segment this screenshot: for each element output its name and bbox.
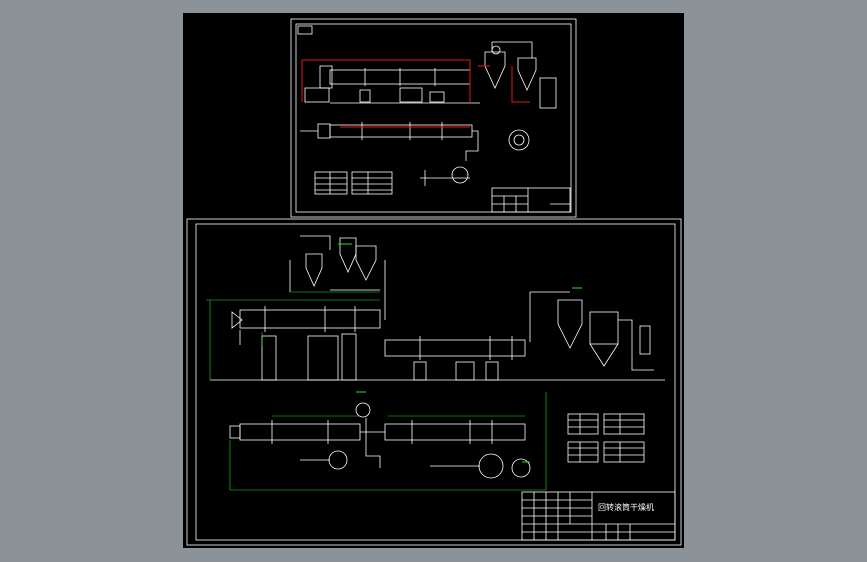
upper-title-block <box>491 187 571 213</box>
lower-sheet <box>186 218 682 546</box>
upper-red-ducts <box>301 59 530 128</box>
model-space-sheet <box>183 13 684 548</box>
upper-drum-plan <box>300 122 530 186</box>
lower-cyclones-right <box>529 291 665 381</box>
upper-sheet-inner-frame <box>295 23 572 213</box>
upper-sheet-border <box>290 18 577 218</box>
lower-title-block <box>521 491 676 541</box>
upper-cyclones <box>484 41 557 109</box>
lower-dimension-lines <box>206 291 547 491</box>
lower-parts-tables <box>567 413 645 463</box>
lower-cyclones-top <box>289 235 386 320</box>
lower-drum-plan <box>229 402 531 479</box>
lower-sheet-inner-frame <box>195 223 676 541</box>
lower-sheet-border <box>186 218 682 546</box>
upper-sheet <box>290 18 577 218</box>
lower-accents <box>338 243 582 463</box>
drawing-title: 回转滚筒干燥机 <box>598 502 654 512</box>
lower-drum-elevation <box>210 306 600 381</box>
upper-parts-tables <box>314 171 393 195</box>
